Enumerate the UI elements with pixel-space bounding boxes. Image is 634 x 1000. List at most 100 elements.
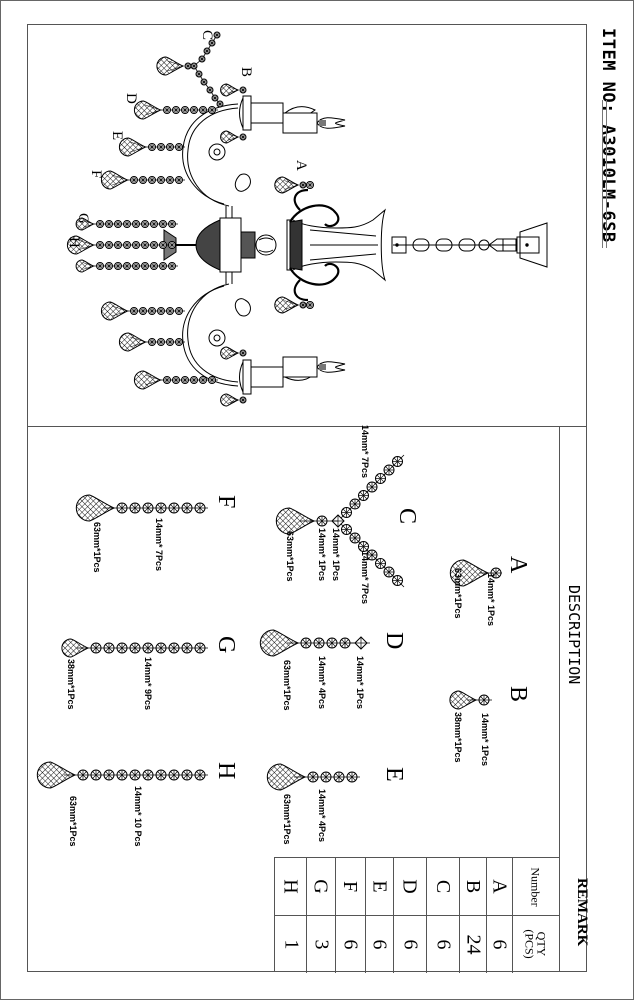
pendant-drop-icon <box>118 137 147 157</box>
pendant-drop-icon <box>449 559 490 587</box>
table-column-divider <box>393 858 394 973</box>
part-letter-C: C <box>394 508 420 525</box>
octagon-bead-icon <box>208 106 216 114</box>
octagon-bead-icon <box>199 106 207 114</box>
octagon-bead-icon <box>163 376 171 384</box>
octagon-bead-icon <box>478 694 490 706</box>
octagon-bead-icon <box>105 220 113 228</box>
octagon-bead-icon <box>142 769 154 781</box>
octagon-bead-icon <box>157 338 165 346</box>
octagon-bead-icon <box>383 464 395 476</box>
pendant-drop-icon <box>66 235 95 255</box>
octagon-bead-icon <box>139 176 147 184</box>
candle-icon <box>282 112 346 134</box>
octagon-bead-icon <box>123 262 131 270</box>
octagon-bead-icon <box>130 307 138 315</box>
octagon-bead-icon <box>148 143 156 151</box>
octagon-bead-icon <box>150 241 158 249</box>
part-C-drop-label: 63mm*1Pcs <box>285 531 295 582</box>
octagon-bead-icon <box>163 106 171 114</box>
part-D-drop-label: 63mm*1Pcs <box>282 660 292 711</box>
octagon-bead-icon <box>157 143 165 151</box>
table-column-divider <box>365 858 366 973</box>
octagon-bead-icon <box>392 575 403 586</box>
part-G-drop-label: 38mm*1Pcs <box>66 659 76 710</box>
row-E-number: E <box>365 858 393 915</box>
part-letter-D: D <box>381 632 407 650</box>
octagon-bead-icon <box>239 86 247 94</box>
octagon-bead-icon <box>168 241 176 249</box>
pendant-drop-icon <box>133 100 162 120</box>
callout-E: E <box>109 131 125 140</box>
octagon-bead-icon <box>141 220 149 228</box>
part-G-bead-label: 14mm* 9Pcs <box>143 657 153 711</box>
octagon-bead-icon <box>175 307 183 315</box>
square-connector-icon <box>354 636 368 650</box>
row-C-number: C <box>426 858 459 915</box>
table-column-divider <box>335 858 336 973</box>
octagon-bead-icon <box>155 769 167 781</box>
row-E-qty: 6 <box>365 915 393 973</box>
pendant-drop-icon <box>156 56 185 76</box>
pendant-drop-icon <box>75 494 116 522</box>
octagon-bead-icon <box>155 502 167 514</box>
octagon-bead-icon <box>77 769 89 781</box>
octagon-bead-icon <box>157 176 165 184</box>
octagon-bead-icon <box>114 262 122 270</box>
octagon-bead-icon <box>346 771 358 783</box>
octagon-bead-icon <box>326 637 338 649</box>
octagon-bead-icon <box>105 241 113 249</box>
octagon-bead-icon <box>175 338 183 346</box>
row-F-qty-text: 6 <box>339 939 362 949</box>
callout-H: H <box>66 237 82 248</box>
octagon-bead-icon <box>213 31 221 39</box>
octagon-bead-icon <box>306 301 314 309</box>
callout-G: G <box>75 213 91 224</box>
table-column-divider <box>426 858 427 973</box>
octagon-bead-icon <box>103 642 115 654</box>
callout-A: A <box>293 160 309 171</box>
pendant-drop-icon <box>220 346 240 360</box>
octagon-bead-icon <box>300 637 312 649</box>
row-E-number-text: E <box>368 880 391 893</box>
part-letter-A: A <box>505 556 531 574</box>
octagon-bead-icon <box>116 642 128 654</box>
octagon-bead-icon <box>175 143 183 151</box>
table-column-divider <box>306 858 307 973</box>
table-column-divider <box>486 858 487 973</box>
table-column-divider <box>459 858 460 973</box>
octagon-bead-icon <box>216 100 224 108</box>
item-number-underline <box>602 100 607 248</box>
row-G-qty: 3 <box>306 915 335 973</box>
part-D-connector-label: 14mm* 1Pcs <box>355 656 365 710</box>
octagon-bead-icon <box>129 502 141 514</box>
octagon-bead-icon <box>150 262 158 270</box>
row-H-qty-text: 1 <box>280 939 302 949</box>
callout-D: D <box>123 93 139 104</box>
part-E-bead-label: 14mm* 4Pcs <box>317 789 327 843</box>
row-C-number-text: C <box>432 879 454 894</box>
pendant-drop-icon <box>100 170 129 190</box>
octagon-bead-icon <box>358 541 369 552</box>
octagon-bead-icon <box>114 241 122 249</box>
part-A-drop-label: 63mm*1Pcs <box>453 568 463 619</box>
candle-icon <box>282 356 346 378</box>
octagon-bead-icon <box>139 307 147 315</box>
octagon-bead-icon <box>320 771 332 783</box>
octagon-bead-icon <box>130 176 138 184</box>
pendant-drop-icon <box>259 629 300 657</box>
octagon-bead-icon <box>168 642 180 654</box>
crystal-drops <box>66 31 314 407</box>
row-G-number: G <box>306 858 335 915</box>
octagon-bead-icon <box>239 349 247 357</box>
octagon-bead-icon <box>194 642 206 654</box>
octagon-bead-icon <box>366 549 378 561</box>
suspension-chain <box>391 236 517 254</box>
row-D-number-text: D <box>398 879 421 894</box>
octagon-bead-icon <box>157 307 165 315</box>
chandelier-drawing: A B C D E F G H <box>66 30 548 407</box>
pendant-drop-icon <box>275 507 316 535</box>
octagon-bead-icon <box>383 566 395 578</box>
octagon-bead-icon <box>175 176 183 184</box>
octagon-bead-icon <box>132 262 140 270</box>
